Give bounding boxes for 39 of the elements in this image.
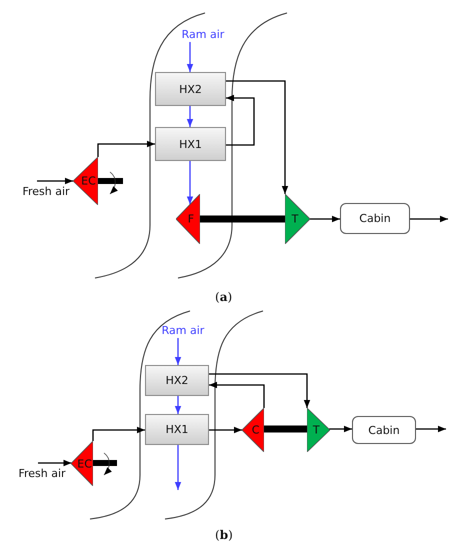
compressor-triangle: F (176, 194, 200, 244)
arrow (328, 426, 352, 432)
arrow (174, 338, 182, 365)
cabin-box: Cabin (340, 203, 410, 234)
flow-label: Fresh air (18, 185, 74, 199)
compressor-triangle: EC (73, 157, 98, 205)
compressor-triangle: C (242, 408, 264, 452)
compressor-triangle: EC (71, 441, 93, 486)
arrow (226, 80, 288, 194)
arrow (310, 216, 340, 222)
turbine-triangle: T (285, 194, 310, 244)
arrow (92, 426, 145, 441)
shaft (264, 426, 307, 432)
arrow (226, 94, 255, 146)
arrow (174, 445, 182, 490)
arrow (416, 426, 446, 432)
arrow (186, 161, 194, 204)
arrow (97, 140, 155, 157)
arrow (38, 460, 72, 466)
arrow (209, 373, 310, 408)
arrow (174, 396, 182, 414)
arrow (186, 42, 194, 72)
flow-label: Fresh air (14, 467, 70, 481)
flow-label: Ram air (168, 28, 238, 42)
heat-exchanger-box: HX1 (155, 127, 226, 161)
shaft (200, 216, 285, 222)
arrow (410, 216, 448, 222)
heat-exchanger-box: HX2 (155, 72, 226, 106)
arrow (37, 178, 73, 184)
subfigure-label: (b) (215, 528, 233, 542)
cabin-box: Cabin (352, 416, 416, 444)
turbine-triangle: T (307, 408, 330, 452)
arrow (209, 382, 265, 408)
subfigure-label: (a) (215, 290, 232, 304)
heat-exchanger-box: HX2 (145, 365, 209, 396)
arrow (209, 426, 242, 434)
flow-label: Ram air (148, 324, 218, 338)
heat-exchanger-box: HX1 (145, 414, 209, 445)
arrow (186, 106, 194, 127)
